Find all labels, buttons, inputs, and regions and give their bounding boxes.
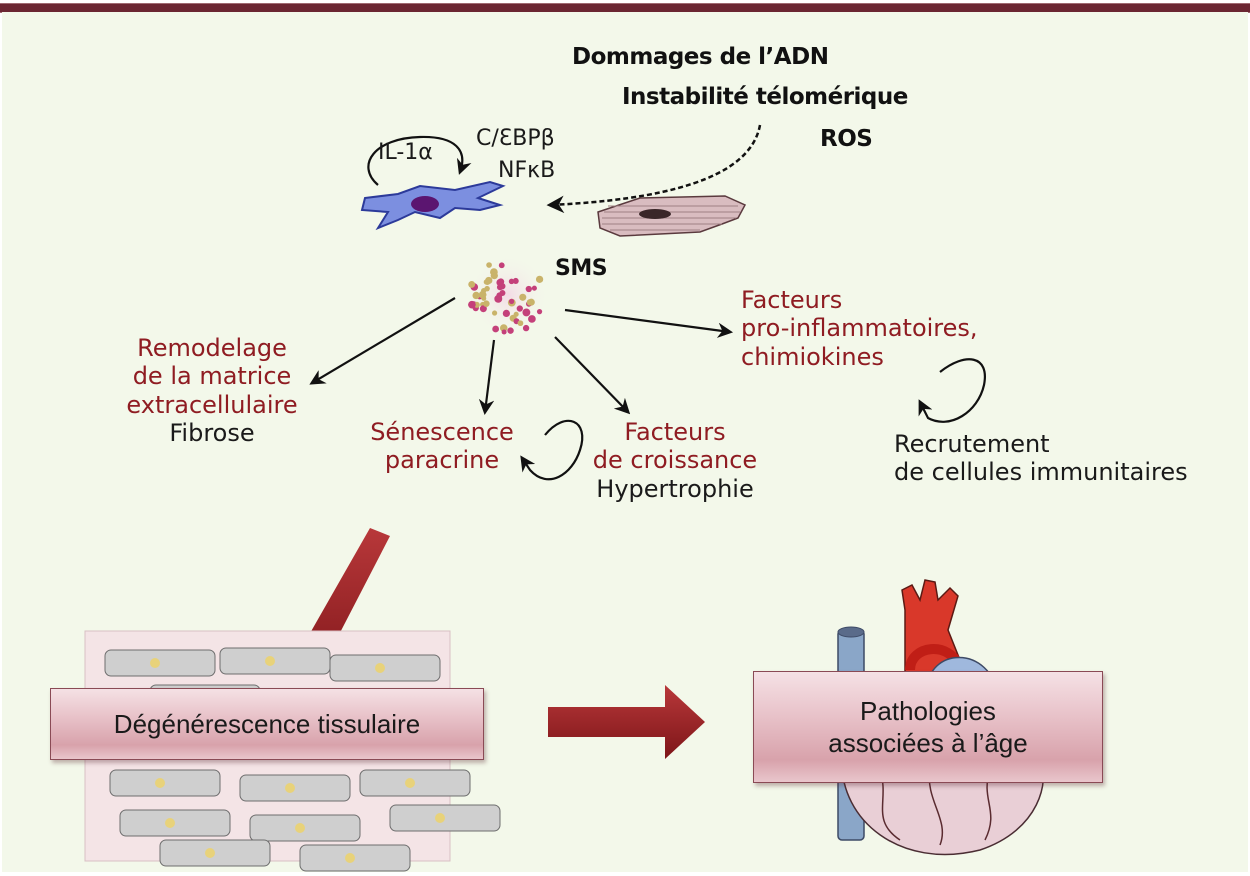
sms-particle (479, 305, 487, 313)
immune-recruitment-label: Recrutement de cellules immunitaires (894, 430, 1188, 487)
remodeling-line-1: Remodelage (137, 334, 287, 362)
sms-particle (501, 329, 507, 335)
tissue-nucleus (405, 778, 415, 788)
sms-particle (478, 290, 487, 299)
tissue-nucleus (265, 656, 275, 666)
inflammatory-line-1: Facteurs (741, 286, 843, 314)
arrow-to-growth (554, 336, 631, 415)
sms-particle (468, 300, 476, 309)
sms-particle (516, 305, 523, 312)
sms-particle (535, 275, 544, 283)
tissue-nucleus (205, 848, 215, 858)
inflammatory-line-2: pro-inflammatoires, (741, 314, 978, 343)
paracrine-loop-arrow (520, 419, 584, 481)
sms-particle (502, 309, 510, 318)
tissue-nucleus (295, 823, 305, 833)
pathologies-line-2: associées à l’âge (828, 728, 1028, 758)
sms-particle (494, 294, 503, 303)
sms-particle (483, 300, 490, 307)
sms-particle (526, 299, 534, 306)
tissue-degeneration-box: Dégénérescence tissulaire (50, 688, 484, 760)
tissue-degeneration-label: Dégénérescence tissulaire (113, 708, 421, 739)
sms-particle (536, 308, 543, 315)
tissue-nucleus (155, 778, 165, 788)
inflammatory-factors-label: Facteurs pro-inflammatoires, chimiokines (741, 286, 978, 371)
sms-particle (522, 324, 530, 332)
telomere-instability-label: Instabilité télomérique (622, 84, 908, 110)
sms-particle (499, 324, 508, 332)
senescence-line-1: Sénescence (370, 418, 514, 446)
growth-factors-label: Facteurs de croissance Hypertrophie (580, 418, 770, 503)
sms-particle (498, 262, 505, 269)
sms-particle (507, 327, 514, 334)
pathologies-line-1: Pathologies (860, 695, 996, 726)
arrow-to-remodeling (309, 297, 456, 385)
dna-damage-label: Dommages de l’ADN (572, 44, 829, 70)
arrow-to-senescence (478, 339, 496, 416)
sms-particle (490, 271, 498, 280)
recruitment-line-1: Recrutement (894, 430, 1050, 458)
sms-particle (472, 291, 480, 300)
growth-line-1: Facteurs (624, 418, 726, 446)
sms-particle (468, 280, 476, 288)
sms-particle (483, 279, 489, 285)
il1a-loop-arrow (367, 135, 472, 186)
nfkb-label: NFκB (498, 158, 556, 183)
sms-particle (508, 298, 515, 305)
sms-particle (525, 285, 532, 293)
senescence-line-2: paracrine (384, 446, 500, 475)
fibrosis-label: Fibrose (169, 418, 255, 447)
ros-label: ROS (820, 126, 873, 152)
sms-particle (519, 293, 527, 301)
sms-particle (513, 311, 519, 317)
remodeling-label: Remodelage de la matrice extracellulaire… (112, 334, 312, 447)
tissue-nucleus (285, 783, 295, 793)
muscle-cell-icon (597, 195, 747, 237)
stressor-dashed-arrow (546, 124, 762, 214)
sms-particle (486, 262, 492, 268)
cebpb-label: C/ƐBPβ (476, 126, 555, 151)
tissue-nucleus (150, 658, 160, 668)
tissue-nucleus (345, 853, 355, 863)
age-pathologies-box: Pathologies associées à l’âge (753, 671, 1103, 783)
sms-particles-icon (466, 253, 550, 337)
remodeling-line-2: de la matrice (132, 362, 292, 391)
big-red-horizontal-arrow (548, 685, 705, 759)
hypertrophy-label: Hypertrophie (596, 474, 754, 503)
recruitment-loop-arrow (918, 358, 986, 423)
remodeling-line-3: extracellulaire (126, 390, 298, 419)
tissue-nucleus (435, 813, 445, 823)
sms-particle (512, 277, 519, 284)
tissue-nucleus (165, 818, 175, 828)
senescent-cell-icon (360, 180, 506, 231)
sms-label: SMS (555, 256, 608, 281)
sms-particle (491, 310, 498, 316)
arrow-to-inflammatory (564, 308, 734, 339)
sms-particle (522, 308, 531, 317)
inflammatory-line-3: chimiokines (741, 342, 884, 371)
recruitment-line-2: de cellules immunitaires (894, 458, 1188, 487)
sms-particle (517, 320, 524, 327)
senescence-label: Sénescence paracrine (362, 418, 522, 475)
growth-line-2: de croissance (592, 446, 758, 475)
il1a-label: IL-1α (378, 140, 433, 165)
sms-particle (496, 278, 504, 286)
sms-particle (528, 315, 536, 323)
tissue-nucleus (375, 663, 385, 673)
sms-particle (531, 285, 537, 291)
sms-particle (492, 325, 500, 333)
